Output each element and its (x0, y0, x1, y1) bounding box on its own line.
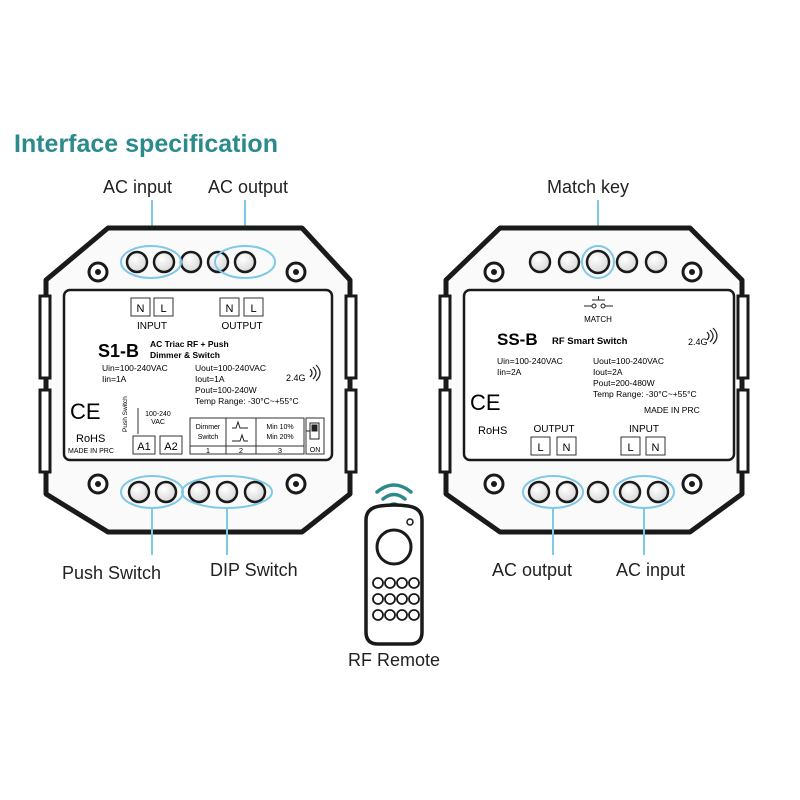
model-desc-1: AC Triac RF + Push (150, 339, 229, 349)
label-ac-input-left: AC input (103, 177, 172, 197)
terminal-screw (233, 250, 257, 274)
remote-indicator-light (406, 518, 414, 526)
wireless-icon (309, 364, 321, 382)
terminal-label: N (652, 442, 660, 454)
remote-button-grid (372, 577, 420, 621)
remote-main-button (375, 528, 413, 566)
dip-switch-icon (306, 422, 320, 440)
vac-line1: 100-240 (145, 411, 171, 418)
terminal-label: N (137, 303, 145, 315)
callout-ellipse-ac-output-left (214, 245, 276, 279)
spec-uout: Uout=100-240VAC (195, 363, 266, 373)
spec-iout: Iout=2A (593, 367, 623, 377)
terminal-screw (644, 250, 668, 274)
terminal-screw (215, 480, 239, 504)
terminal-label: N (563, 442, 571, 454)
rf-remote: RF Remote (348, 483, 440, 670)
input-label: INPUT (137, 321, 167, 332)
terminal-screw (152, 250, 176, 274)
rohs-mark: RoHS (478, 425, 507, 437)
spec-iin: Iin=1A (102, 374, 127, 384)
rohs-mark: RoHS (76, 433, 105, 445)
dip-min20: Min 20% (266, 434, 293, 441)
device-right: MATCH SS-B RF Smart Switch 2.4G Uin=100-… (438, 225, 750, 535)
spec-uin: Uin=100-240VAC (497, 356, 563, 366)
terminal-label: L (627, 442, 633, 454)
terminal-screw (179, 250, 203, 274)
terminal-label: L (160, 303, 166, 315)
waveform-icon (232, 420, 248, 442)
spec-pout: Pout=100-240W (195, 385, 257, 395)
made-in: MADE IN PRC (644, 405, 700, 415)
match-key-button[interactable] (585, 249, 611, 275)
dip-table (189, 417, 325, 455)
wifi-signal-icon (375, 483, 413, 508)
terminal-screw (243, 480, 267, 504)
terminal-screw (557, 250, 581, 274)
freq-label: 2.4G (286, 373, 306, 383)
terminal-label: L (537, 442, 543, 454)
label-push-switch: Push Switch (62, 563, 161, 583)
dip-num-3: 3 (278, 446, 282, 455)
label-rf-remote: RF Remote (348, 650, 440, 670)
terminal-screw (586, 480, 610, 504)
a1-label: A1 (137, 441, 150, 453)
label-ac-output-right: AC output (492, 560, 572, 580)
model-name: SS-B (497, 330, 538, 349)
a2-label: A2 (164, 441, 177, 453)
callout-circle-match-key (581, 245, 615, 279)
terminal-screw (528, 250, 552, 274)
spec-temp: Temp Range: -30°C~+55°C (195, 396, 299, 406)
output-label: OUTPUT (533, 424, 574, 435)
terminal-screw (555, 480, 579, 504)
terminal-screw (527, 480, 551, 504)
device-left: N L N L INPUT OUTPUT S1-B AC Triac RF + … (38, 225, 358, 535)
label-dip-switch: DIP Switch (210, 560, 298, 580)
terminal-label: L (250, 303, 256, 315)
spec-iout: Iout=1A (195, 374, 225, 384)
freq-label: 2.4G (688, 337, 708, 347)
dip-switch: Switch (198, 434, 219, 441)
page-title: Interface specification (14, 130, 278, 158)
made-in: MADE IN PRC (68, 448, 114, 455)
dip-dimmer: Dimmer (196, 424, 221, 431)
remote-body (364, 503, 424, 646)
dip-min10: Min 10% (266, 424, 293, 431)
output-label: OUTPUT (221, 321, 262, 332)
terminal-screw (125, 250, 149, 274)
wireless-icon (706, 327, 718, 345)
terminal-screw (618, 480, 642, 504)
label-ac-input-right: AC input (616, 560, 685, 580)
label-match-key: Match key (547, 177, 629, 197)
dip-num-1: 1 (206, 446, 210, 455)
vac-line2: VAC (151, 419, 165, 426)
spec-uin: Uin=100-240VAC (102, 363, 168, 373)
model-desc-2: Dimmer & Switch (150, 350, 220, 360)
spec-temp: Temp Range: -30°C~+55°C (593, 389, 697, 399)
terminal-screw (206, 250, 230, 274)
input-label: INPUT (629, 424, 659, 435)
dip-num-2: 2 (239, 446, 243, 455)
terminal-screw (187, 480, 211, 504)
terminal-screw (615, 250, 639, 274)
model-desc: RF Smart Switch (552, 336, 628, 347)
spec-uout: Uout=100-240VAC (593, 356, 664, 366)
ce-mark: CE (70, 399, 101, 424)
model-name: S1-B (98, 341, 139, 361)
terminal-label: N (226, 303, 234, 315)
spec-iin: Iin=2A (497, 367, 522, 377)
ce-mark: CE (470, 390, 501, 415)
terminal-screw (646, 480, 670, 504)
match-switch-icon (584, 296, 613, 309)
match-label: MATCH (584, 315, 612, 324)
dip-on: ON (310, 447, 321, 454)
device-right-plate (462, 288, 736, 462)
label-ac-output-left: AC output (208, 177, 288, 197)
spec-pout: Pout=200-480W (593, 378, 655, 388)
callout-ellipse-ac-input-left (120, 245, 182, 279)
terminal-screw (154, 480, 178, 504)
terminal-screw (127, 480, 151, 504)
push-switch-small: Push Switch (122, 396, 129, 432)
